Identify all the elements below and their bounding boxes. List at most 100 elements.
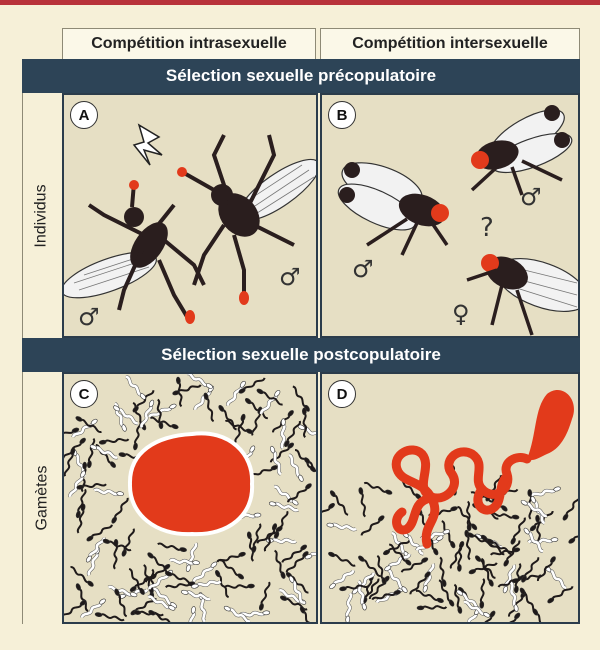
sperm-cell [93,487,124,496]
male-symbol-b-top: ♂ [520,183,542,211]
sperm-cell [113,405,139,426]
sperm-cell [269,442,295,463]
sperm-cell [68,470,86,498]
sperm-cell [463,600,491,618]
sperm-cell [415,589,444,603]
panel-d-sperm-field [322,465,578,622]
sperm-cell [94,612,125,622]
sperm-cell [203,392,215,423]
sperm-cell [547,585,574,604]
sperm-cell [376,555,387,585]
panel-b-badge: B [328,101,356,129]
sperm-cell [186,374,213,389]
sperm-cell [107,585,138,598]
sperm-cell [514,562,522,594]
band-postcopulatory: Sélection sexuelle postcopulatoire [22,338,580,372]
sperm-cell [326,522,358,532]
sperm-cell [251,523,262,553]
sperm-cell [111,497,129,524]
sperm-cell [215,570,230,599]
sperm-cell [75,488,87,519]
panel-b: B [320,93,580,338]
sperm-cell [510,517,526,545]
panel-b-illustration [337,105,578,336]
sperm-cell [64,427,80,440]
sperm-cell [371,589,401,601]
male-symbol-a-left: ♂ [78,303,100,331]
sperm-cell [75,583,89,612]
sperm-cell [358,555,381,578]
sperm-cell [246,531,255,562]
fly-male-top [470,105,573,196]
sperm-cell [125,374,146,400]
top-stripe [0,0,600,5]
panel-c-egg [127,431,255,537]
sperm-cell [86,524,113,542]
spermatheca [527,390,574,461]
sperm-cell [168,558,200,566]
panel-d-badge: D [328,380,356,408]
sperm-cell [192,561,218,582]
sperm-cell [76,483,107,490]
sperm-cell [537,556,556,582]
sperm-cell [147,594,176,611]
panel-c-badge: C [70,380,98,408]
sperm-cell [439,556,447,587]
sperm-cell [239,610,271,618]
sperm-cell [285,551,309,573]
sperm-cell [322,502,335,522]
sperm-cell [416,605,448,611]
sperm-cell [148,610,176,622]
sperm-cell [288,575,304,605]
sperm-cell [218,405,237,431]
sperm-cell [345,592,353,622]
sperm-cell [89,444,119,460]
sperm-cell [453,583,463,614]
sperm-cell [457,505,478,531]
column-header-intrasexual: Compétition intrasexuelle [62,28,316,60]
sperm-cell [114,588,128,618]
sperm-cell [75,416,102,434]
panel-a: A [62,93,318,338]
sperm-cell [358,487,367,518]
sperm-cell [288,453,304,482]
sperm-cell [480,557,494,587]
sperm-cell [181,589,211,601]
sperm-cell [186,606,196,622]
sperm-cell [129,573,156,592]
sperm-cell [223,605,251,622]
sperm-cell [520,499,548,518]
sperm-cell [220,559,244,580]
fly-male-left [64,180,206,324]
question-mark-b: ? [480,213,494,243]
sperm-cell [568,526,578,544]
sperm-cell [87,438,96,469]
fly-male-right [177,134,316,305]
sperm-cell [357,579,367,611]
sperm-cell [299,606,315,622]
male-symbol-b-left: ♂ [352,255,374,283]
sperm-cell [388,543,412,566]
sperm-cell [466,500,472,532]
sperm-cell [384,553,412,572]
sperm-cell [503,540,521,567]
panel-c-sperm-field [64,374,316,622]
panel-c: C [62,372,318,624]
sperm-cell [303,457,316,481]
sperm-cell [386,568,408,593]
sperm-cell [263,523,278,552]
sperm-cell [360,515,385,536]
band-precopulatory: Sélection sexuelle précopulatoire [22,59,580,93]
sperm-cell [523,527,544,554]
sperm-cell [64,600,87,618]
fly-female [466,254,578,336]
sperm-cell [339,584,370,592]
sperm-cell [85,537,106,563]
sperm-cell [280,418,287,450]
sperm-cell [157,542,187,553]
sperm-cell [225,419,253,434]
female-symbol-b: ♀ [452,300,470,328]
sperm-cell [479,578,486,609]
panel-a-badge: A [70,101,98,129]
sperm-cell [383,539,411,556]
